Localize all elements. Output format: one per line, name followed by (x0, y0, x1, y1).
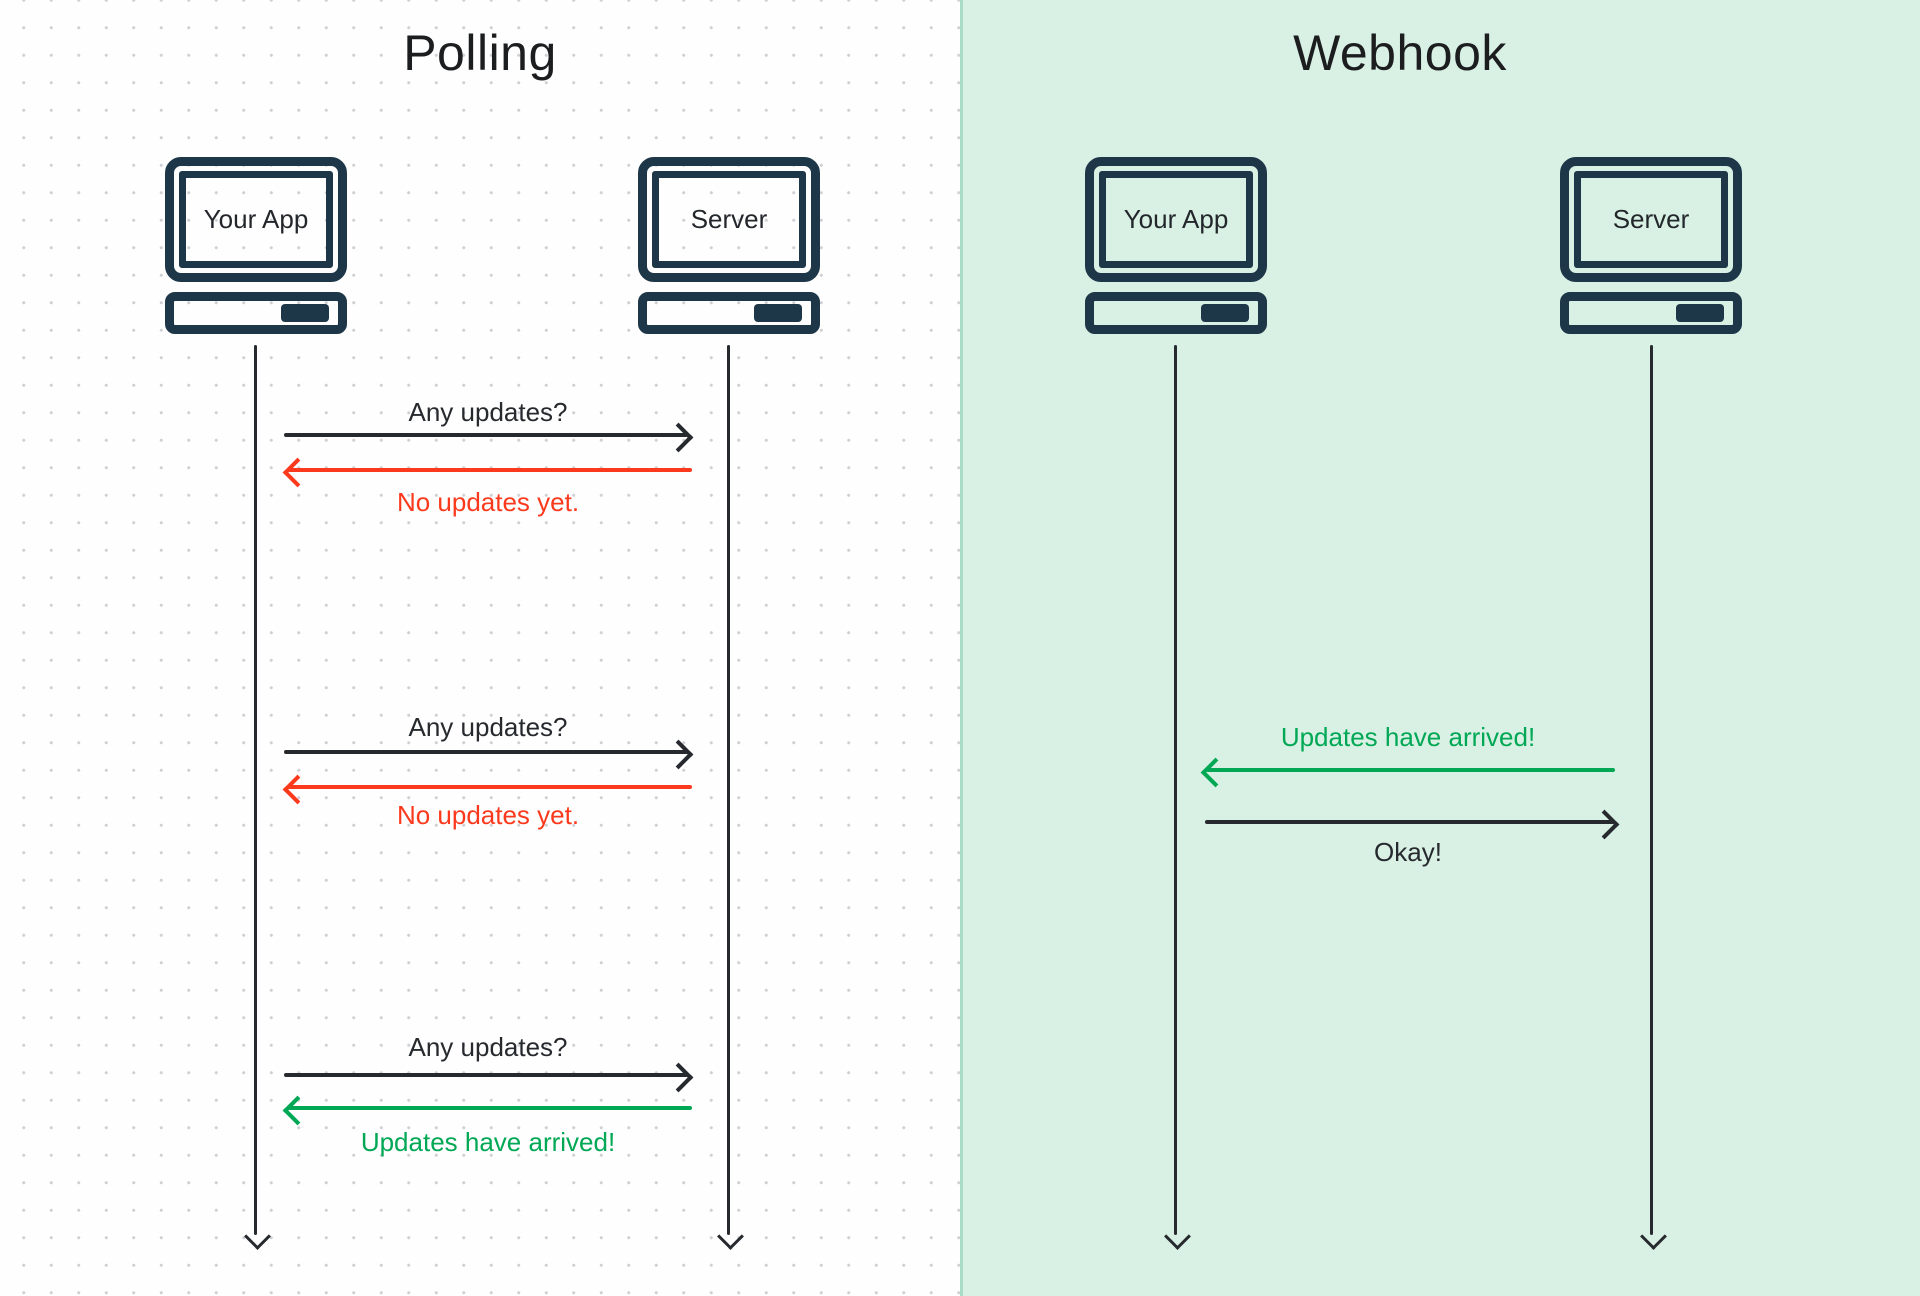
response-arrow-left-icon (282, 774, 692, 804)
arrow-shaft (288, 1106, 692, 1110)
arrow-shaft (288, 785, 692, 789)
arrow-shaft (284, 750, 688, 754)
arrow-shaft (1206, 768, 1615, 772)
actor-label: Your App (1123, 204, 1229, 234)
monitor-screen: Server (652, 171, 806, 268)
webhook-app-lifeline (1174, 345, 1177, 1235)
webhook-title: Webhook (1293, 25, 1507, 81)
push-arrow-left-icon (1200, 757, 1615, 787)
monitor-icon: Your App (1085, 157, 1267, 282)
response-label: No updates yet. (396, 487, 580, 517)
computer-base-button-icon (1201, 304, 1249, 322)
computer-base-button-icon (281, 304, 329, 322)
monitor-screen: Your App (179, 171, 333, 268)
ack-arrow-right-icon (1205, 809, 1620, 839)
polling-title: Polling (403, 25, 557, 81)
ack-label: Okay! (1374, 837, 1442, 867)
actor-label: Server (1612, 204, 1690, 234)
polling-server-lifeline (727, 345, 730, 1235)
computer-base-icon (1560, 292, 1742, 334)
response-arrow-left-icon (282, 1095, 692, 1125)
computer-base-icon (165, 292, 347, 334)
webhook-panel: Webhook (960, 0, 1920, 1296)
polling-server-computer-icon: Server (638, 157, 820, 334)
computer-base-button-icon (1676, 304, 1724, 322)
webhook-server-lifeline (1650, 345, 1653, 1235)
response-label: No updates yet. (396, 800, 580, 830)
webhook-server-computer-icon: Server (1560, 157, 1742, 334)
arrow-shaft (1205, 820, 1614, 824)
monitor-screen: Server (1574, 171, 1728, 268)
monitor-icon: Server (638, 157, 820, 282)
request-arrow-right-icon (284, 422, 694, 452)
computer-base-icon (1085, 292, 1267, 334)
arrow-shaft (288, 468, 692, 472)
monitor-icon: Server (1560, 157, 1742, 282)
request-label: Any updates? (408, 1032, 568, 1062)
actor-label: Server (690, 204, 768, 234)
actor-label: Your App (203, 204, 309, 234)
arrow-shaft (284, 433, 688, 437)
polling-your-app-computer-icon: Your App (165, 157, 347, 334)
computer-base-icon (638, 292, 820, 334)
request-label: Any updates? (408, 712, 568, 742)
arrow-shaft (284, 1073, 688, 1077)
request-arrow-right-icon (284, 1062, 694, 1092)
response-label: Updates have arrived! (360, 1127, 616, 1157)
computer-base-button-icon (754, 304, 802, 322)
request-label: Any updates? (408, 397, 568, 427)
push-label: Updates have arrived! (1280, 722, 1536, 752)
monitor-screen: Your App (1099, 171, 1253, 268)
response-arrow-left-icon (282, 457, 692, 487)
webhook-your-app-computer-icon: Your App (1085, 157, 1267, 334)
request-arrow-right-icon (284, 739, 694, 769)
polling-app-lifeline (254, 345, 257, 1235)
monitor-icon: Your App (165, 157, 347, 282)
